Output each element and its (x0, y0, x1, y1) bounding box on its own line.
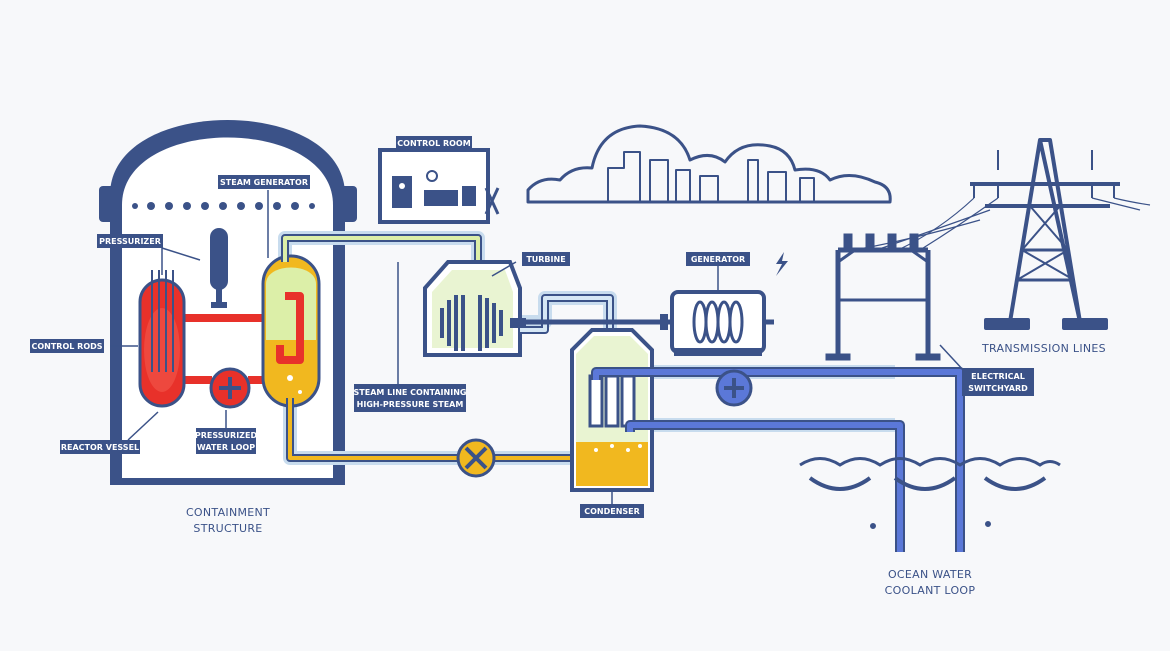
exhaust-steam-line (520, 294, 614, 340)
svg-text:PRESSURIZER: PRESSURIZER (99, 237, 161, 246)
label-pressurized-water-loop: PRESSURIZED WATER LOOP (195, 428, 258, 454)
svg-text:CONTROL ROOM: CONTROL ROOM (397, 139, 470, 148)
caption-transmission-lines: TRANSMISSION LINES (981, 342, 1106, 355)
reactor-vessel (138, 270, 186, 408)
label-pressurizer: PRESSURIZER (97, 234, 163, 248)
leader-lines (110, 190, 966, 506)
control-rods (151, 270, 174, 372)
steam-generator (261, 254, 321, 408)
svg-text:TURBINE: TURBINE (526, 255, 565, 264)
feedwater-pump-icon (456, 438, 496, 478)
city-skyline (526, 124, 892, 204)
power-cables (853, 197, 1151, 251)
label-steam-line: STEAM LINE CONTAINING HIGH-PRESSURE STEA… (354, 384, 467, 412)
svg-text:GENERATOR: GENERATOR (691, 255, 745, 264)
label-control-rods: CONTROL RODS (30, 339, 104, 353)
ocean-coolant-loop (591, 367, 965, 552)
caption-ocean-water-coolant-loop: OCEAN WATER COOLANT LOOP (885, 568, 976, 597)
svg-text:CONTAINMENT: CONTAINMENT (186, 506, 270, 519)
svg-text:STEAM GENERATOR: STEAM GENERATOR (220, 178, 308, 187)
condenser (570, 328, 654, 492)
turbine-blades (440, 295, 503, 351)
caption-containment-structure: CONTAINMENT STRUCTURE (186, 506, 270, 535)
svg-text:CONTROL RODS: CONTROL RODS (31, 342, 102, 351)
coolant-pump-icon (715, 369, 753, 407)
svg-text:STRUCTURE: STRUCTURE (193, 522, 262, 535)
svg-text:HIGH-PRESSURE STEAM: HIGH-PRESSURE STEAM (357, 400, 464, 409)
transmission-tower (970, 138, 1120, 330)
turbine (423, 260, 526, 357)
svg-text:REACTOR VESSEL: REACTOR VESSEL (61, 443, 139, 452)
label-turbine: TURBINE (522, 252, 570, 266)
label-condenser: CONDENSER (580, 504, 644, 518)
svg-text:STEAM LINE CONTAINING: STEAM LINE CONTAINING (354, 388, 467, 397)
svg-text:OCEAN WATER: OCEAN WATER (888, 568, 972, 581)
generator (670, 290, 774, 356)
svg-text:CONDENSER: CONDENSER (584, 507, 640, 516)
svg-text:COOLANT LOOP: COOLANT LOOP (885, 584, 976, 597)
pressurizer (210, 228, 228, 308)
label-electrical-switchyard: ELECTRICAL SWITCHYARD (962, 368, 1034, 396)
lightning-icon (776, 252, 788, 276)
label-steam-generator: STEAM GENERATOR (218, 175, 310, 189)
svg-text:PRESSURIZED: PRESSURIZED (195, 431, 258, 440)
primary-pump-icon (209, 367, 251, 409)
label-reactor-vessel: REACTOR VESSEL (60, 440, 140, 454)
label-generator: GENERATOR (686, 252, 750, 266)
svg-text:SWITCHYARD: SWITCHYARD (968, 384, 1028, 393)
svg-text:ELECTRICAL: ELECTRICAL (971, 372, 1025, 381)
ocean-waves (799, 457, 1061, 529)
control-room (378, 148, 500, 224)
svg-text:WATER LOOP: WATER LOOP (197, 443, 255, 452)
label-control-room: CONTROL ROOM (396, 136, 472, 150)
crane-rail-dots (132, 202, 315, 210)
shaft (522, 314, 672, 330)
